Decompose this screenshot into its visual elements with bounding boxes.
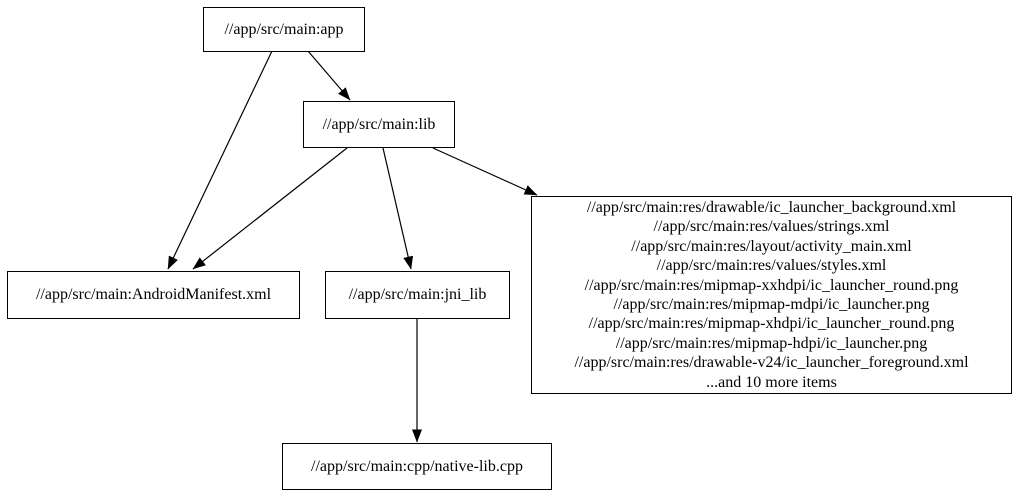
node-lib-label: //app/src/main:lib [322,115,436,133]
res-file-line: //app/src/main:res/mipmap-xxhdpi/ic_laun… [584,276,959,294]
edge-lib-to-jni-lib [382,147,414,270]
edge-lib-to-android-manifest [192,147,348,270]
res-file-line: //app/src/main:res/mipmap-hdpi/ic_launch… [615,334,928,352]
res-file-line: //app/src/main:res/drawable-v24/ic_launc… [574,354,969,372]
node-app-label: //app/src/main:app [224,20,344,38]
res-file-line: //app/src/main:res/values/styles.xml [656,257,887,275]
res-file-line: //app/src/main:res/drawable/ic_launcher_… [586,198,957,216]
node-jni-lib: //app/src/main:jni_lib [325,271,510,319]
node-res-files: //app/src/main:res/drawable/ic_launcher_… [531,196,1012,394]
res-file-line-more: ...and 10 more items [706,373,837,391]
edge-app-to-lib [307,50,351,101]
node-native-lib-cpp-label: //app/src/main:cpp/native-lib.cpp [311,457,523,475]
res-file-line: //app/src/main:res/mipmap-xhdpi/ic_launc… [588,315,955,333]
node-jni-lib-label: //app/src/main:jni_lib [348,286,487,304]
res-file-line: //app/src/main:res/mipmap-mdpi/ic_launch… [613,296,930,313]
node-app: //app/src/main:app [203,7,365,52]
node-android-manifest-label: //app/src/main:AndroidManifest.xml [35,286,272,304]
res-file-line: //app/src/main:res/layout/activity_main.… [631,237,912,255]
node-android-manifest: //app/src/main:AndroidManifest.xml [7,271,300,319]
res-file-line: //app/src/main:res/values/strings.xml [653,218,890,236]
node-lib: //app/src/main:lib [303,101,455,148]
node-native-lib-cpp: //app/src/main:cpp/native-lib.cpp [282,443,552,490]
edge-lib-to-res-files [432,147,538,196]
edge-app-to-android-manifest [167,50,273,270]
